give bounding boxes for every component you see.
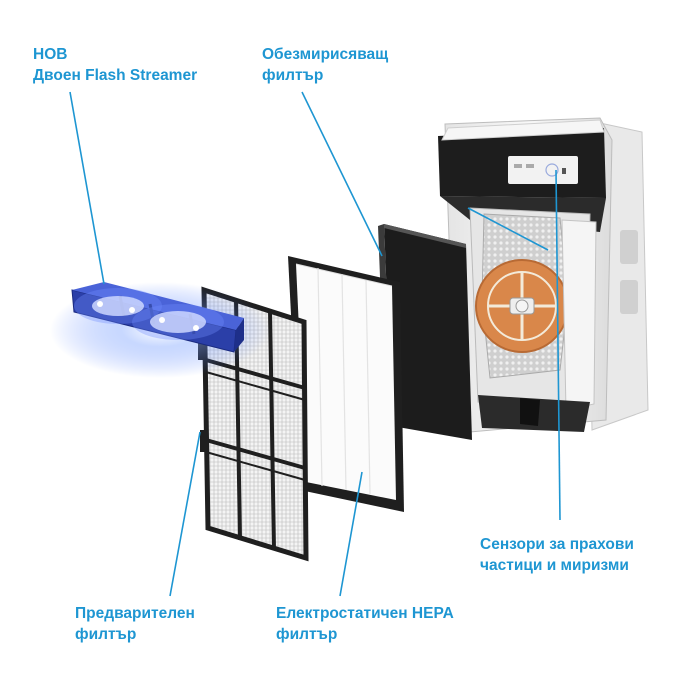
pre-filter-label-line2: филтър [75,624,195,645]
flash-streamer-label: НОВ Двоен Flash Streamer [33,44,197,86]
flash-streamer-label-line1: НОВ [33,44,197,65]
sensors-label-line1: Сензори за прахови [480,534,634,555]
flash-streamer-label-line2: Двоен Flash Streamer [33,65,197,86]
hepa-filter-label-line2: филтър [276,624,454,645]
pre-filter-label-line1: Предварителен [75,603,195,624]
hepa-filter-label: Електростатичен HEPA филтър [276,603,454,645]
pre-filter-label: Предварителен филтър [75,603,195,645]
sensors-label: Сензори за прахови частици и миризми [480,534,634,576]
deodorizing-filter-label-line2: филтър [262,65,388,86]
deodorizing-filter-label: Обезмирисяващ филтър [262,44,388,86]
flash-streamer-unit [50,282,270,378]
hepa-filter-label-line1: Електростатичен HEPA [276,603,454,624]
leader-deodorizing [302,92,382,256]
leader-prefilter [170,432,200,596]
sensors-label-line2: частици и миризми [480,555,634,576]
deodorizing-filter-label-line1: Обезмирисяващ [262,44,388,65]
leader-flash-streamer [70,92,104,284]
